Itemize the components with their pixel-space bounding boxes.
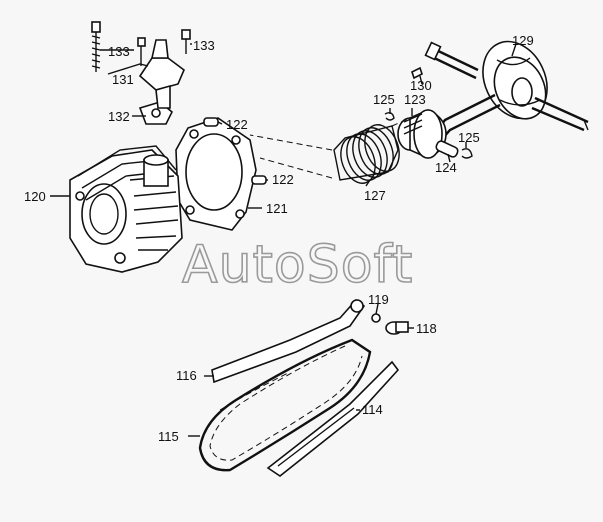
tensioner-body xyxy=(138,39,185,109)
cylinder-gasket xyxy=(175,117,257,231)
callout-121: 121 xyxy=(266,201,288,216)
callout-122-lower: 122 xyxy=(272,172,294,187)
dowel-pin-upper xyxy=(203,117,219,127)
callout-130: 130 xyxy=(410,78,432,93)
watermark-text: AutoSoft xyxy=(182,235,413,295)
callout-119: 119 xyxy=(368,292,389,307)
callout-131: 131 xyxy=(112,72,134,87)
piston-pin-clip-right xyxy=(461,148,473,159)
callout-125-left: 125 xyxy=(373,92,395,107)
callout-123: 123 xyxy=(404,92,426,107)
alignment-line xyxy=(391,117,411,127)
alignment-line xyxy=(249,134,333,151)
callout-114: 114 xyxy=(362,402,383,417)
pivot-bolt xyxy=(385,321,409,335)
callout-125-right: 125 xyxy=(458,130,480,145)
leader-lines xyxy=(50,43,517,437)
callout-133-left: 133 xyxy=(108,44,130,59)
crankshaft xyxy=(424,40,589,147)
bolt-long xyxy=(91,21,101,72)
piston-pin-clip-left xyxy=(384,111,395,121)
bolt-short-left xyxy=(137,37,146,66)
callout-122-upper: 122 xyxy=(226,117,248,132)
piston-pin xyxy=(435,140,459,158)
callout-133-right: 133 xyxy=(193,38,215,53)
callout-120: 120 xyxy=(24,189,46,204)
piston xyxy=(397,109,447,159)
piston-rings xyxy=(333,124,400,184)
callout-118: 118 xyxy=(416,321,437,336)
alignment-line xyxy=(259,157,333,179)
tensioner-arm xyxy=(211,298,366,384)
bolt-short-right xyxy=(181,29,191,54)
chain-guide xyxy=(266,360,400,477)
callout-129: 129 xyxy=(512,33,534,48)
callout-124: 124 xyxy=(435,160,457,175)
crank-key xyxy=(411,66,423,80)
callout-116: 116 xyxy=(176,368,197,383)
dowel-pin-lower xyxy=(251,175,267,185)
washer xyxy=(371,313,381,323)
cylinder xyxy=(69,145,183,273)
timing-chain xyxy=(198,338,372,472)
callout-132: 132 xyxy=(108,109,130,124)
callout-127: 127 xyxy=(364,188,386,203)
callout-115: 115 xyxy=(158,429,179,444)
